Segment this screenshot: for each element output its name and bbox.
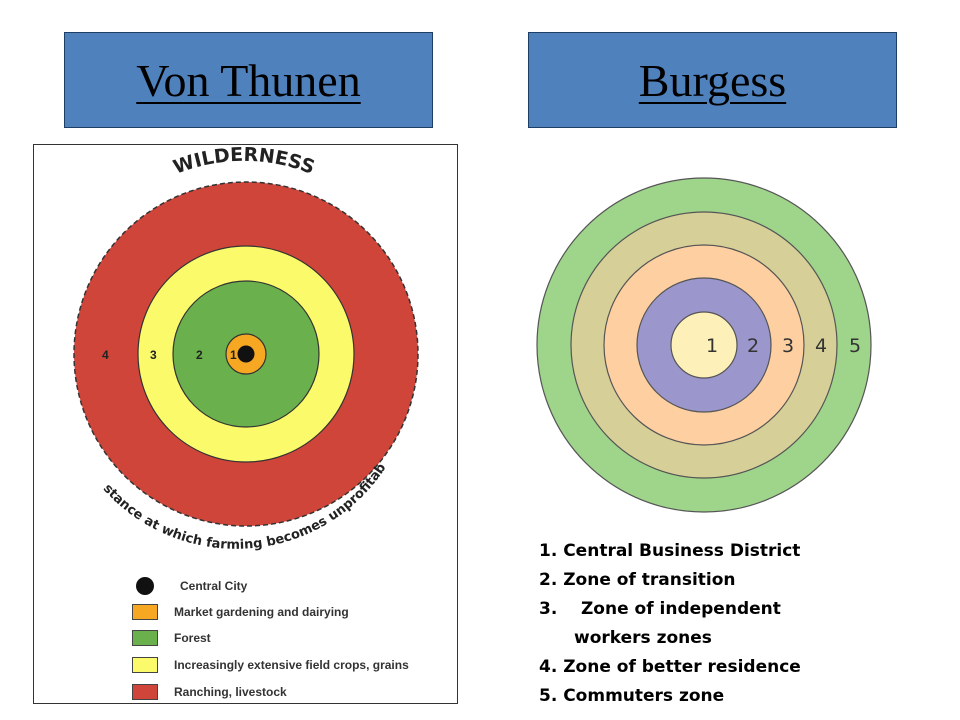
forest-swatch: [132, 630, 158, 646]
legend-item-ranching: Ranching, livestock: [132, 683, 287, 701]
von-thunen-rings-svg: 1 2 3 4 WILDERNESS Distance at which far…: [34, 145, 419, 553]
ring-number-1: 1: [230, 348, 237, 362]
legend-label: Ranching, livestock: [174, 685, 287, 699]
burgess-title-box: Burgess: [528, 32, 897, 128]
ranching-swatch: [132, 684, 158, 700]
ring-number-2: 2: [196, 348, 203, 362]
burgess-number-4: 4: [815, 335, 827, 357]
burgess-zone-list: 1. Central Business District 2. Zone of …: [539, 537, 839, 711]
market-gardening-swatch: [132, 604, 158, 620]
legend-label: Central City: [180, 579, 248, 593]
legend-item-field-crops: Increasingly extensive field crops, grai…: [132, 656, 409, 674]
legend-item-central-city: Central City: [132, 577, 247, 595]
wilderness-label: WILDERNESS: [171, 145, 318, 179]
burgess-number-1: 1: [706, 335, 718, 357]
legend-label: Forest: [174, 631, 211, 645]
ring-number-3: 3: [150, 348, 157, 362]
burgess-number-2: 2: [747, 335, 759, 357]
burgess-zone-1: [670, 311, 738, 379]
ring-number-4: 4: [102, 348, 109, 362]
burgess-zone-item: 5. Commuters zone: [539, 686, 725, 706]
von-thunen-diagram-panel: 1 2 3 4 WILDERNESS Distance at which far…: [33, 144, 458, 704]
legend-label: Market gardening and dairying: [174, 605, 349, 619]
burgess-zone-item: 4. Zone of better residence: [539, 657, 801, 677]
von-thunen-title: Von Thunen: [136, 54, 361, 106]
burgess-rings-svg: 1 2 3 4 5: [536, 177, 872, 513]
field-crops-swatch: [132, 657, 158, 673]
von-thunen-title-box: Von Thunen: [64, 32, 433, 128]
burgess-zone-item: 1. Central Business District: [539, 541, 801, 561]
legend-item-forest: Forest: [132, 629, 211, 647]
burgess-zone-item: 3. Zone of independent: [539, 599, 781, 619]
burgess-zone-item: 2. Zone of transition: [539, 570, 736, 590]
burgess-number-5: 5: [849, 335, 861, 357]
central-city-dot: [237, 345, 255, 363]
burgess-title: Burgess: [638, 54, 787, 106]
burgess-zone-item-continued: workers zones: [574, 628, 712, 648]
legend-label: Increasingly extensive field crops, grai…: [174, 658, 409, 672]
central-city-swatch: [136, 577, 154, 595]
burgess-number-3: 3: [782, 335, 794, 357]
legend-item-market-gardening: Market gardening and dairying: [132, 603, 349, 621]
